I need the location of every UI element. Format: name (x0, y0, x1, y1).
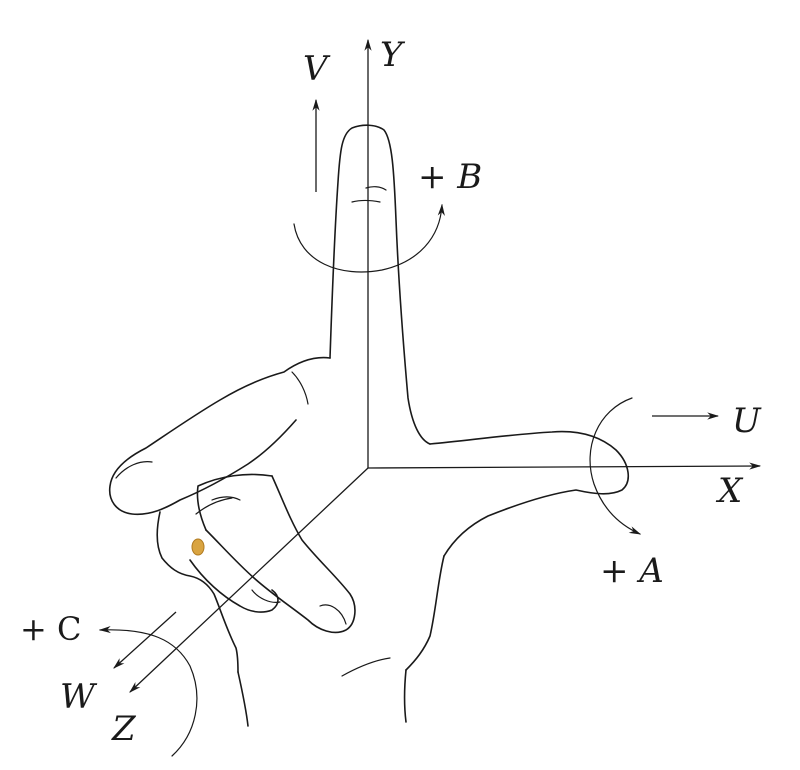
ring-mark (191, 538, 205, 556)
knuckle-crease-2 (211, 496, 241, 501)
b-rotation-label: + B (418, 157, 482, 197)
ring-nail (251, 589, 281, 603)
a-rotation-label: + A (600, 551, 664, 591)
ring-finger-lower (189, 559, 279, 613)
middle-nail (319, 604, 347, 625)
c-rotation-label: + C (20, 610, 81, 648)
x-axis-label: X (715, 471, 744, 511)
thumb (429, 430, 629, 557)
z-axis (129, 467, 369, 693)
middle-finger (205, 475, 356, 634)
w-direction-arrow (113, 611, 177, 669)
u-label: U (732, 401, 762, 441)
ring-finger (196, 473, 273, 531)
palm-crease (341, 657, 391, 677)
z-axis-label: Z (111, 709, 137, 749)
hand-drawing (108, 124, 629, 727)
little-finger-crease (291, 371, 309, 405)
a-rotation-arc (589, 397, 642, 535)
v-label: V (303, 49, 331, 89)
palm-lower-edge (403, 669, 407, 723)
w-label: W (60, 677, 98, 717)
b-rotation-arc (293, 203, 445, 273)
index-knuckle-line (351, 199, 381, 203)
curled-fingers-underside (156, 511, 239, 673)
index-finger (329, 124, 431, 445)
index-nail-line (365, 186, 387, 191)
c-rotation-arc (98, 625, 198, 757)
y-axis-label: Y (380, 35, 406, 75)
wrist-left (237, 671, 249, 727)
knuckle-crease (195, 497, 233, 515)
x-axis (367, 462, 762, 470)
little-finger (108, 356, 331, 516)
thumb-lower-edge (405, 555, 445, 671)
little-nail (115, 461, 153, 479)
